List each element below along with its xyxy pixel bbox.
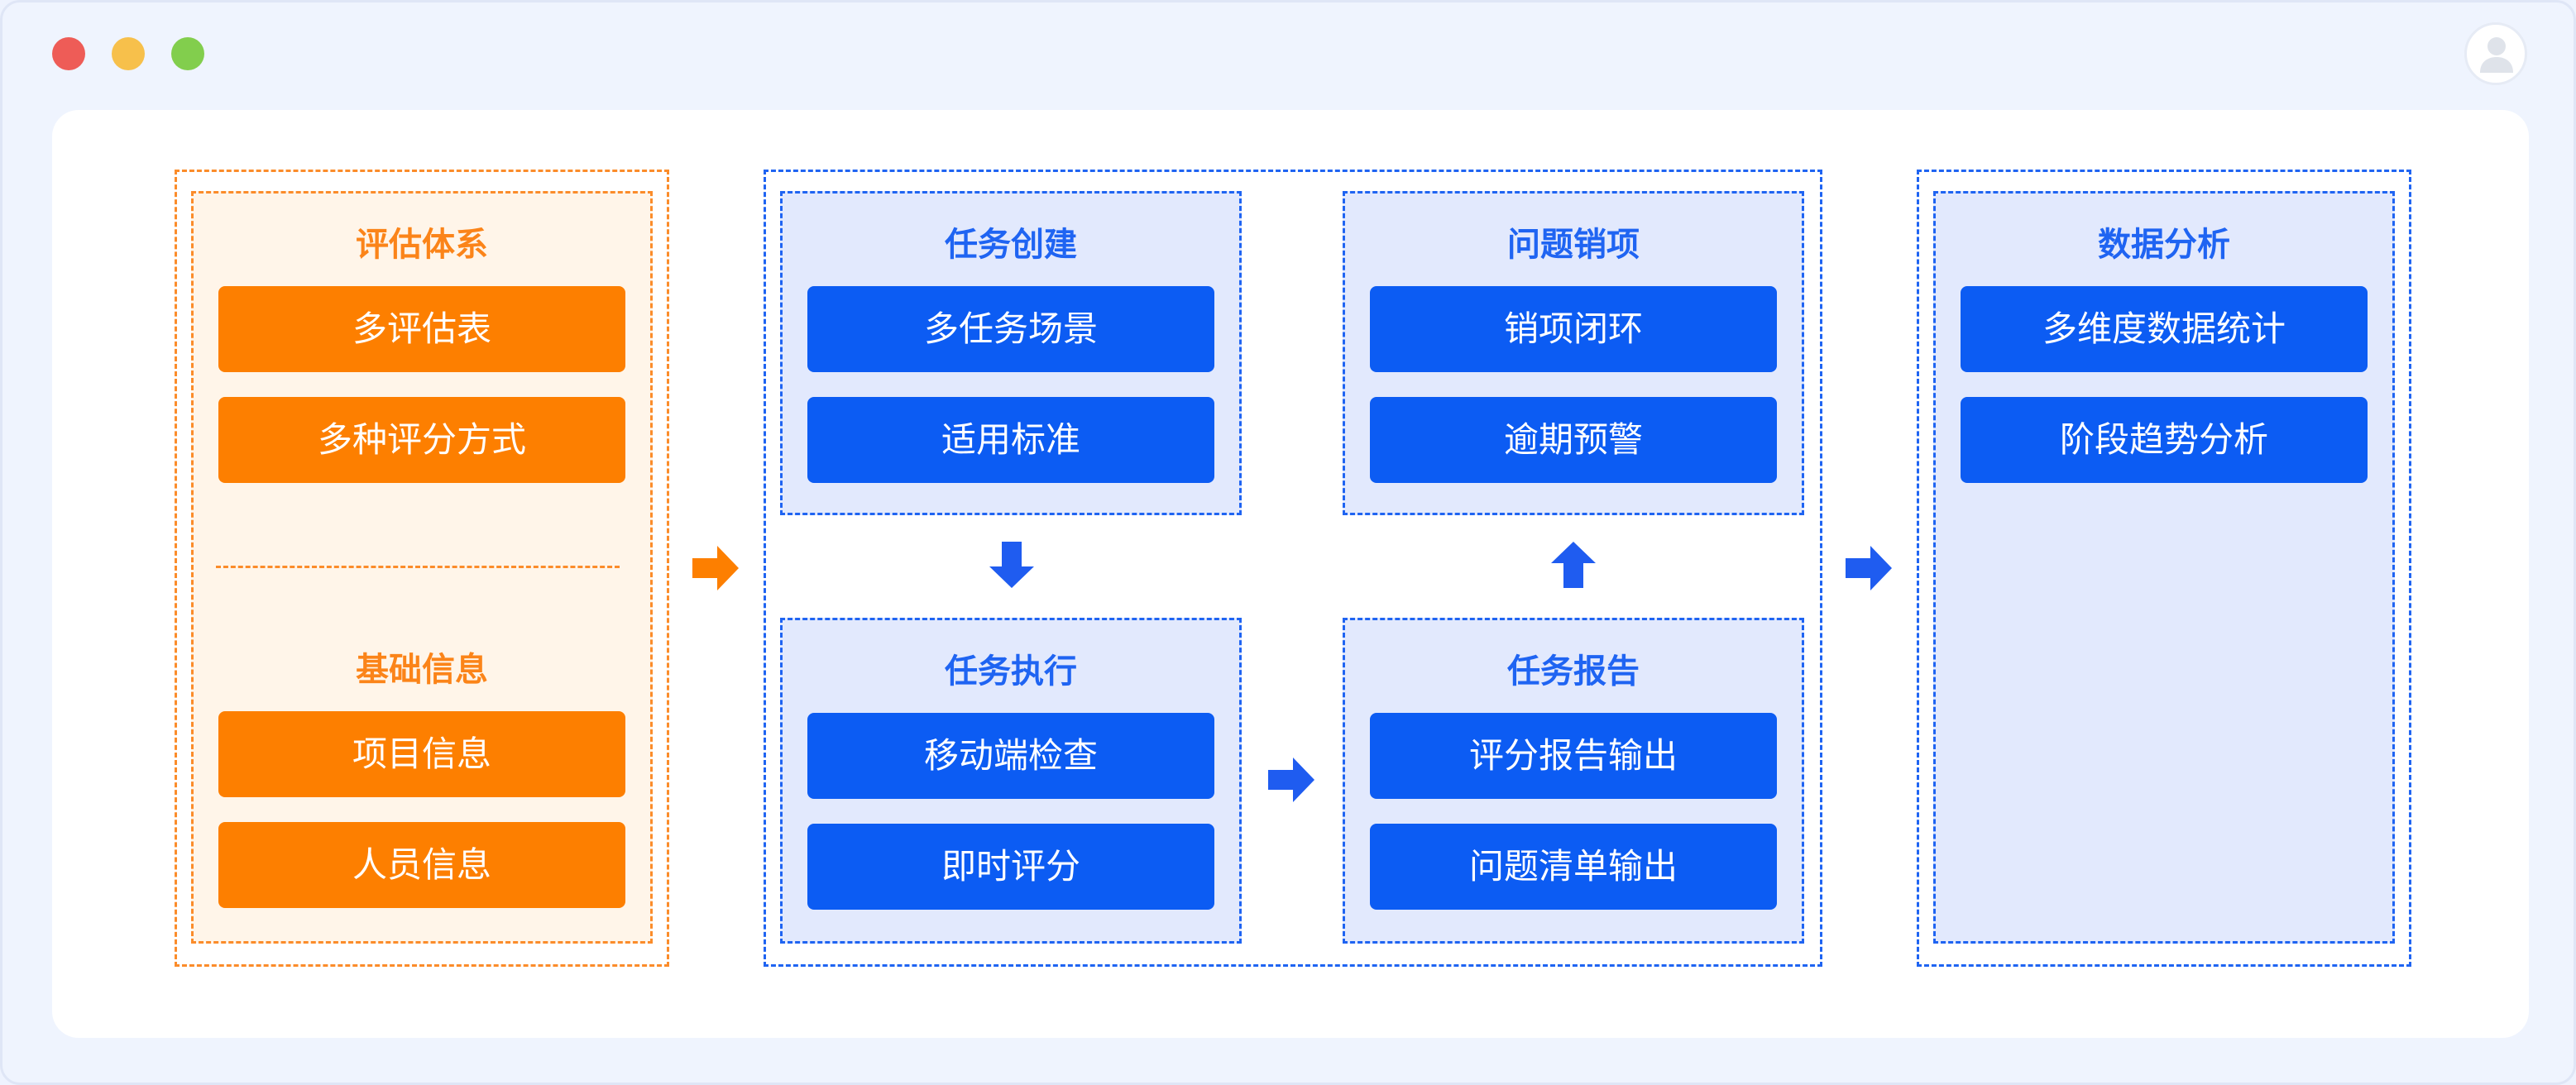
window-maximize-button[interactable] xyxy=(171,37,204,70)
task-execution-panel: 任务执行 移动端检查 即时评分 xyxy=(780,618,1242,944)
task-report-title: 任务报告 xyxy=(1507,652,1640,691)
task-report-panel: 任务报告 评分报告输出 问题清单输出 xyxy=(1343,618,1804,944)
user-icon xyxy=(2480,37,2513,73)
score-report-output-button[interactable]: 评分报告输出 xyxy=(1370,713,1777,799)
evaluation-forms-button[interactable]: 多评估表 xyxy=(218,286,625,372)
instant-scoring-button[interactable]: 即时评分 xyxy=(807,824,1214,910)
analysis-group xyxy=(1917,170,2411,967)
personnel-info-button[interactable]: 人员信息 xyxy=(218,822,625,908)
multi-task-scenario-button[interactable]: 多任务场景 xyxy=(807,286,1214,372)
foundation-group xyxy=(175,170,669,967)
avatar[interactable] xyxy=(2464,22,2527,85)
data-analysis-panel: 数据分析 多维度数据统计 阶段趋势分析 xyxy=(1933,191,2395,944)
task-creation-panel: 任务创建 多任务场景 适用标准 xyxy=(780,191,1242,515)
task-creation-title: 任务创建 xyxy=(945,226,1077,264)
issue-closure-panel: 问题销项 销项闭环 逾期预警 xyxy=(1343,191,1804,515)
basic-info-title: 基础信息 xyxy=(356,651,488,689)
mobile-inspection-button[interactable]: 移动端检查 xyxy=(807,713,1214,799)
scoring-methods-button[interactable]: 多种评分方式 xyxy=(218,397,625,483)
evaluation-system-title: 评估体系 xyxy=(356,226,488,264)
window-close-button[interactable] xyxy=(52,37,85,70)
arrow-right-icon xyxy=(692,546,739,590)
diagram-canvas: 评估体系 多评估表 多种评分方式 基础信息 项目信息 人员信息 任务创建 多任务… xyxy=(52,110,2529,1038)
task-execution-title: 任务执行 xyxy=(945,652,1077,691)
arrow-up-icon xyxy=(1551,542,1596,588)
multi-dimension-stats-button[interactable]: 多维度数据统计 xyxy=(1961,286,2368,372)
issue-closure-title: 问题销项 xyxy=(1507,226,1640,264)
arrow-down-icon xyxy=(989,542,1034,588)
closure-loop-button[interactable]: 销项闭环 xyxy=(1370,286,1777,372)
arrow-right-icon xyxy=(1268,758,1314,802)
stage-trend-analysis-button[interactable]: 阶段趋势分析 xyxy=(1961,397,2368,483)
arrow-right-icon xyxy=(1846,546,1892,590)
section-divider xyxy=(216,566,620,568)
applicable-standards-button[interactable]: 适用标准 xyxy=(807,397,1214,483)
task-workflow-group xyxy=(764,170,1822,967)
window-minimize-button[interactable] xyxy=(112,37,145,70)
overdue-warning-button[interactable]: 逾期预警 xyxy=(1370,397,1777,483)
foundation-panel: 评估体系 多评估表 多种评分方式 基础信息 项目信息 人员信息 xyxy=(191,191,653,944)
data-analysis-title: 数据分析 xyxy=(2098,226,2230,264)
project-info-button[interactable]: 项目信息 xyxy=(218,711,625,797)
issue-list-output-button[interactable]: 问题清单输出 xyxy=(1370,824,1777,910)
